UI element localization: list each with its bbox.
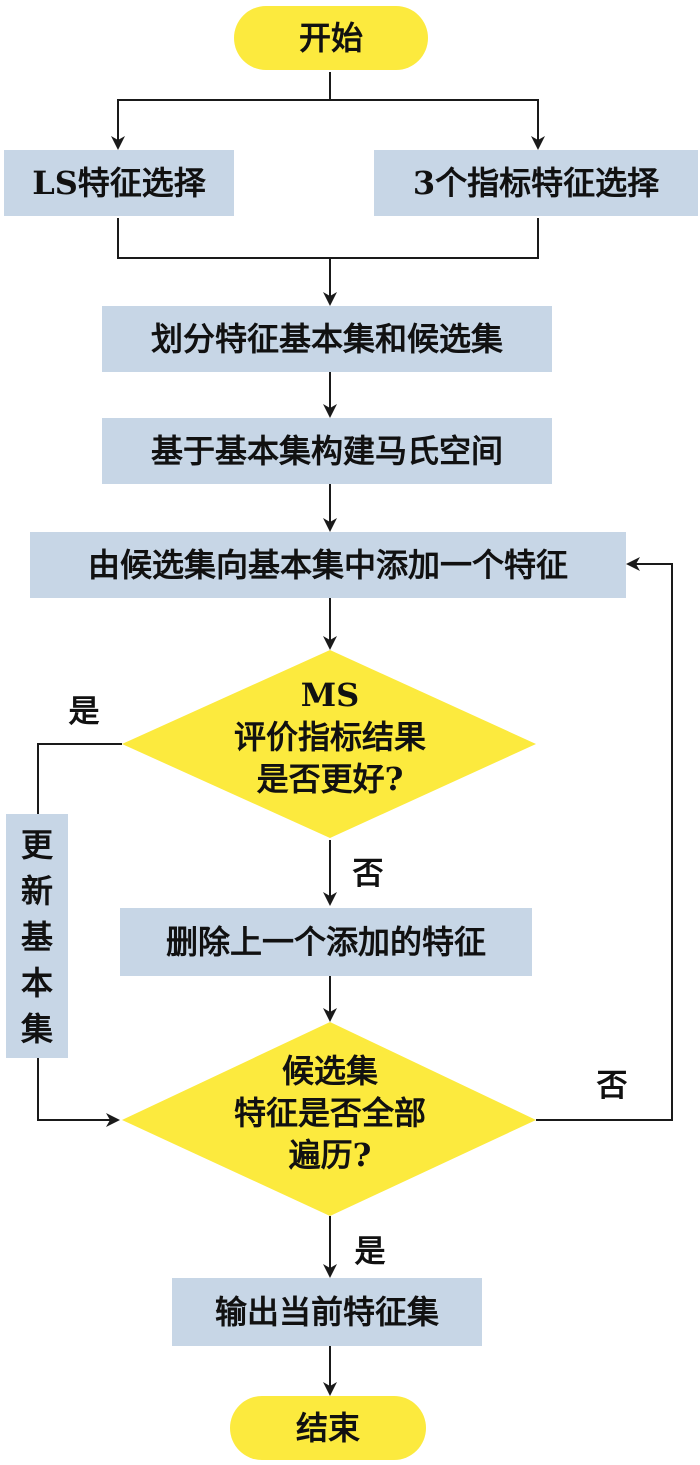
split-sets-label: 划分特征基本集和候选集 bbox=[151, 320, 503, 358]
edge-label-ms-yes: 是 bbox=[69, 694, 100, 730]
update-basic-char-4: 本 bbox=[21, 964, 53, 1002]
decision-traverse-node: 候选集 特征是否全部 遍历? bbox=[122, 1022, 536, 1216]
end-node: 结束 bbox=[230, 1396, 426, 1460]
ls-select-node: LS特征选择 bbox=[4, 150, 234, 216]
edge-label-ms-no: 否 bbox=[353, 856, 384, 892]
edge-merge-right bbox=[330, 218, 539, 259]
remove-feature-node: 删除上一个添加的特征 bbox=[120, 908, 532, 976]
add-feature-node: 由候选集向基本集中添加一个特征 bbox=[30, 532, 626, 598]
decision-traverse-line-2: 特征是否全部 bbox=[234, 1094, 426, 1132]
update-basic-char-2: 新 bbox=[21, 872, 53, 910]
decision-ms-line-2: 评价指标结果 bbox=[234, 718, 426, 756]
decision-ms-line-1: MS bbox=[301, 676, 360, 714]
update-basic-node: 更 新 基 本 集 bbox=[6, 814, 68, 1058]
update-basic-char-1: 更 bbox=[21, 826, 54, 864]
metric-select-label: 3个指标特征选择 bbox=[413, 164, 660, 202]
edge-traverse-loop bbox=[536, 557, 673, 1121]
remove-feature-label: 删除上一个添加的特征 bbox=[166, 923, 486, 961]
add-feature-label: 由候选集向基本集中添加一个特征 bbox=[88, 546, 568, 584]
start-node: 开始 bbox=[234, 6, 428, 70]
end-label: 结束 bbox=[296, 1409, 360, 1447]
output-node: 输出当前特征集 bbox=[172, 1278, 482, 1346]
output-label: 输出当前特征集 bbox=[215, 1293, 439, 1331]
start-label: 开始 bbox=[299, 19, 363, 57]
decision-traverse-line-1: 候选集 bbox=[282, 1052, 378, 1090]
build-space-label: 基于基本集构建马氏空间 bbox=[151, 432, 503, 470]
update-basic-char-5: 集 bbox=[20, 1010, 53, 1048]
decision-ms-node: MS 评价指标结果 是否更好? bbox=[122, 650, 536, 838]
update-basic-char-3: 基 bbox=[21, 918, 53, 956]
decision-ms-line-3: 是否更好? bbox=[257, 760, 404, 798]
edge-start-split-right bbox=[330, 99, 545, 150]
ls-select-label: LS特征选择 bbox=[32, 164, 207, 202]
metric-select-node: 3个指标特征选择 bbox=[374, 150, 698, 216]
build-space-node: 基于基本集构建马氏空间 bbox=[102, 418, 552, 484]
edge-merge-left bbox=[117, 218, 337, 306]
edge-start-split bbox=[111, 72, 331, 150]
edge-label-traverse-yes: 是 bbox=[355, 1234, 386, 1270]
split-sets-node: 划分特征基本集和候选集 bbox=[102, 306, 552, 372]
edge-label-traverse-no: 否 bbox=[597, 1068, 628, 1104]
decision-traverse-line-3: 遍历? bbox=[289, 1136, 372, 1174]
